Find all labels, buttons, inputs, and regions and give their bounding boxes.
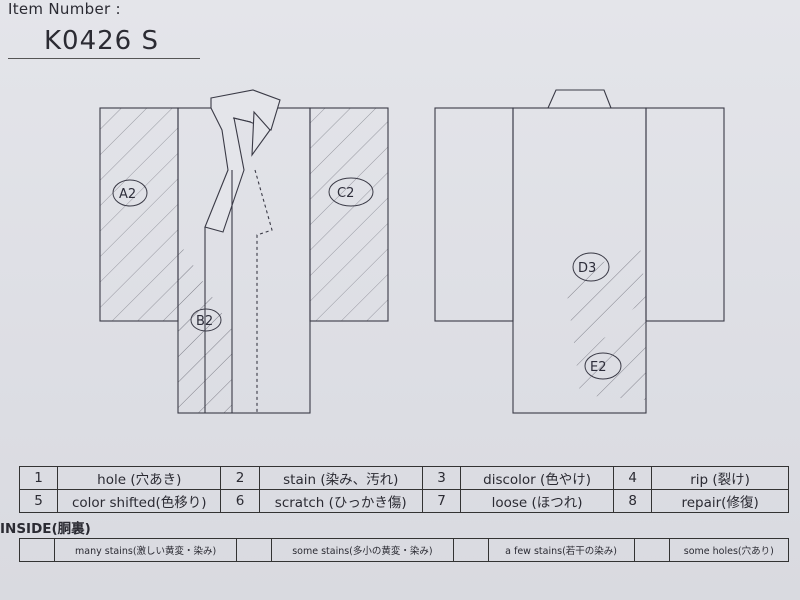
- mark-a-label: A2: [119, 187, 136, 202]
- hatch-area-b: [178, 240, 232, 413]
- collar-edge: [232, 117, 252, 123]
- kimono-back-view: [434, 89, 725, 414]
- item-number-value: K0426 S: [44, 26, 159, 56]
- front-collar: [204, 89, 281, 233]
- inside-item: some stains(多小の黄変・染み): [271, 538, 454, 562]
- defect-description: rip (裂け): [651, 466, 789, 490]
- defect-number: 4: [613, 466, 653, 490]
- hatch-area-c: [310, 108, 388, 321]
- defect-number: 8: [613, 489, 653, 513]
- mark-circle-d: [572, 252, 610, 282]
- defect-description: repair(修復): [651, 489, 789, 513]
- inside-item: some holes(穴あり): [668, 538, 790, 562]
- item-number-underline: [8, 58, 200, 59]
- inside-blank: [236, 538, 273, 562]
- front-inner-dashed: [254, 169, 273, 413]
- mark-circle-e: [584, 352, 622, 380]
- defect-number: 5: [18, 489, 59, 513]
- back-collar: [547, 89, 612, 109]
- hatch-area-d: [565, 245, 646, 350]
- defect-number: 1: [18, 466, 59, 490]
- collar-fold: [251, 110, 271, 157]
- inside-table: many stains(激しい黄変・染み) some stains(多小の黄変・…: [19, 538, 790, 562]
- mark-circle-a: [112, 179, 148, 207]
- mark-b-label: B2: [196, 314, 213, 329]
- back-left-sleeve: [434, 107, 514, 322]
- back-right-sleeve: [645, 107, 725, 322]
- hatch-area-e: [575, 320, 646, 400]
- mark-circle-b: [190, 308, 222, 332]
- mark-c-label: C2: [337, 186, 354, 201]
- inside-row: many stains(激しい黄変・染み) some stains(多小の黄変・…: [19, 538, 790, 562]
- defect-description: stain (染み、汚れ): [258, 466, 423, 490]
- defect-description: color shifted(色移り): [57, 489, 222, 513]
- inside-title: INSIDE(胴裏): [0, 521, 91, 537]
- inside-item: many stains(激しい黄変・染み): [53, 538, 238, 562]
- defect-number: 6: [220, 489, 260, 513]
- defect-description: discolor (色やけ): [459, 466, 615, 490]
- inside-blank: [19, 538, 55, 562]
- defect-description: scratch (ひっかき傷): [258, 489, 423, 513]
- inside-blank: [633, 538, 670, 562]
- mark-d-label: D3: [578, 261, 596, 276]
- defect-marks: A2 B2 C2 D3 E2: [112, 177, 622, 380]
- inside-item: a few stains(若干の染み): [487, 538, 635, 562]
- defect-number: 2: [220, 466, 260, 490]
- inside-blank: [452, 538, 489, 562]
- defect-description: hole (穴あき): [57, 466, 222, 490]
- defect-number: 7: [421, 489, 462, 513]
- defect-description: loose (ほつれ): [459, 489, 615, 513]
- kimono-front-view: [99, 89, 389, 414]
- defect-number: 3: [421, 466, 462, 490]
- mark-e-label: E2: [590, 360, 607, 375]
- mark-circle-c: [328, 177, 374, 207]
- hatch-area-a: [100, 108, 178, 321]
- item-number-label: Item Number :: [8, 0, 121, 18]
